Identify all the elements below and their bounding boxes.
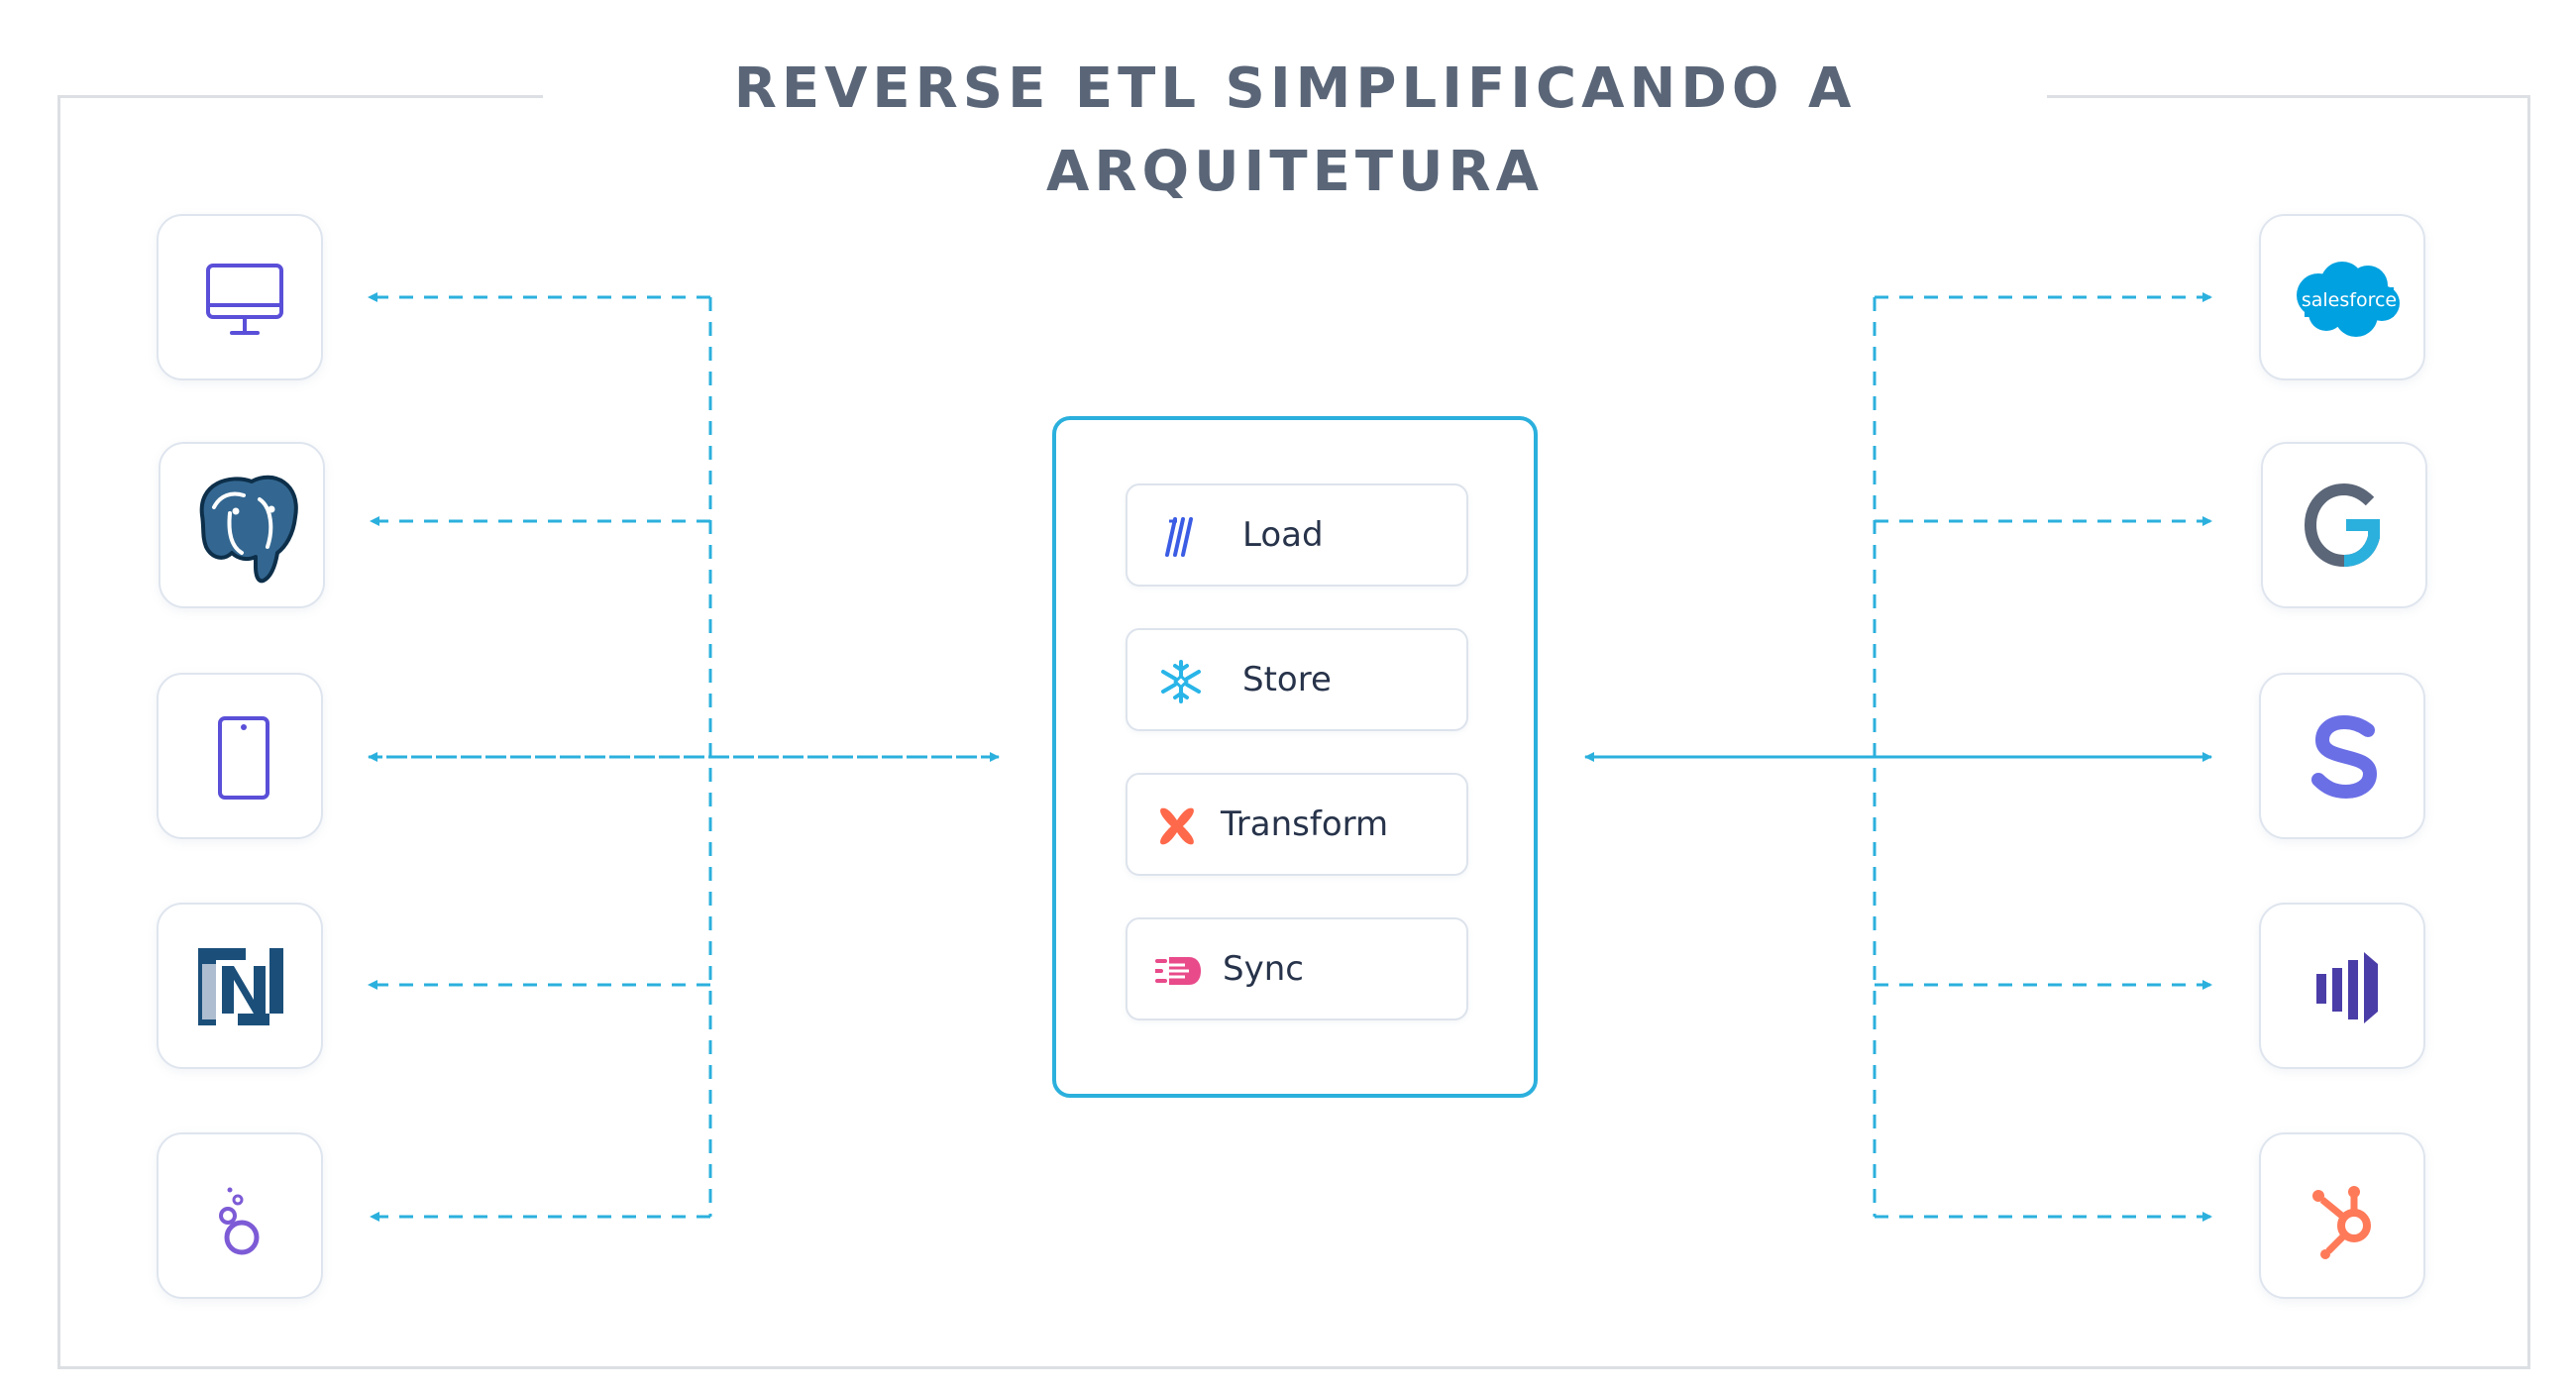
source-tile-postgresql: [159, 442, 325, 608]
hub-step-store: Store: [1126, 628, 1468, 731]
source-tile-netsuite: [157, 903, 323, 1069]
sync-icon: [1155, 957, 1201, 985]
postgresql-elephant-icon: [199, 475, 298, 584]
salesforce-icon: salesforce: [2297, 262, 2400, 337]
s-logo-icon: [2311, 714, 2378, 800]
destination-tile-hubspot: [2259, 1132, 2425, 1299]
salesforce-logo-text: salesforce: [2302, 289, 2397, 311]
looker-icon: [219, 1187, 260, 1255]
mobile-phone-icon: [218, 716, 269, 800]
hub-step-label: Load: [1242, 515, 1324, 555]
destination-tile-s: [2259, 673, 2425, 839]
hub-step-label: Transform: [1221, 804, 1389, 844]
destination-tile-salesforce: salesforce: [2259, 214, 2425, 380]
g-logo-icon: [2304, 482, 2380, 568]
hub-step-sync: Sync: [1126, 917, 1468, 1020]
snowflake-icon: [1161, 660, 1201, 703]
dbt-icon: [1160, 807, 1194, 845]
destination-tile-g: [2261, 442, 2427, 608]
netsuite-icon: [198, 948, 283, 1025]
source-tile-looker: [157, 1132, 323, 1299]
destination-tile-bars: [2259, 903, 2425, 1069]
hub-step-label: Sync: [1223, 949, 1304, 989]
hub-step-load: Load: [1126, 483, 1468, 587]
desktop-monitor-icon: [206, 264, 283, 335]
bars-logo-icon: [2316, 952, 2378, 1023]
source-tile-desktop: [157, 214, 323, 380]
hub-step-label: Store: [1242, 660, 1332, 699]
load-icon: [1165, 517, 1193, 557]
reverse-etl-hub: Load Store Transform: [1052, 416, 1538, 1098]
hubspot-icon: [2312, 1186, 2371, 1259]
diagram-title: REVERSE ETL SIMPLIFICANDO A ARQUITETURA: [543, 48, 2047, 204]
hub-step-transform: Transform: [1126, 773, 1468, 876]
source-tile-mobile: [157, 673, 323, 839]
